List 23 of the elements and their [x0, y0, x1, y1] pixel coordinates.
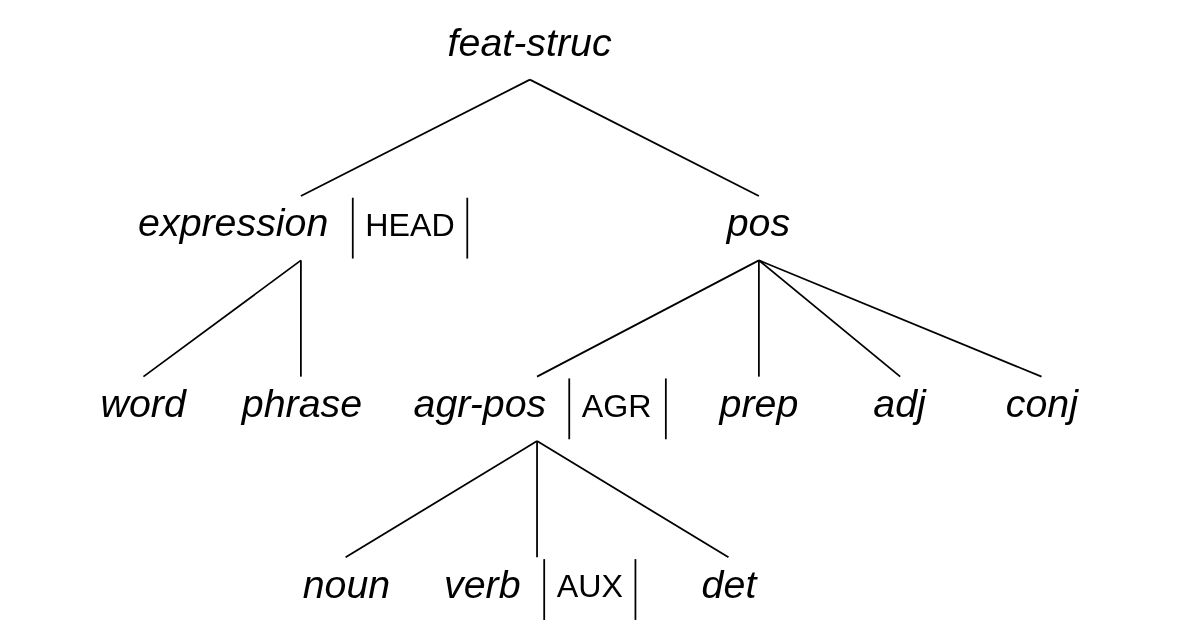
connector [299, 78, 531, 197]
connector [142, 259, 302, 378]
connector [535, 259, 760, 378]
connector [757, 259, 1042, 378]
connector [535, 440, 729, 559]
node-text: pos [726, 200, 790, 245]
node-text: feat-struc [447, 19, 612, 64]
node-text: agr-pos AGR [413, 381, 652, 426]
node-text: conj [1005, 381, 1078, 426]
node-text: det [701, 561, 756, 606]
connector [757, 259, 760, 378]
node-text: expression HEAD [137, 200, 455, 245]
connector [535, 440, 538, 559]
connector [757, 259, 901, 378]
connector [528, 78, 760, 197]
node-text: prep [719, 381, 798, 426]
node-text: adj [872, 381, 926, 426]
node-text: verb AUX [443, 561, 623, 606]
connector [344, 440, 538, 559]
node-text: phrase [241, 381, 362, 426]
connector [299, 259, 302, 378]
node-text: word [100, 381, 186, 426]
node-text: noun [302, 561, 390, 606]
